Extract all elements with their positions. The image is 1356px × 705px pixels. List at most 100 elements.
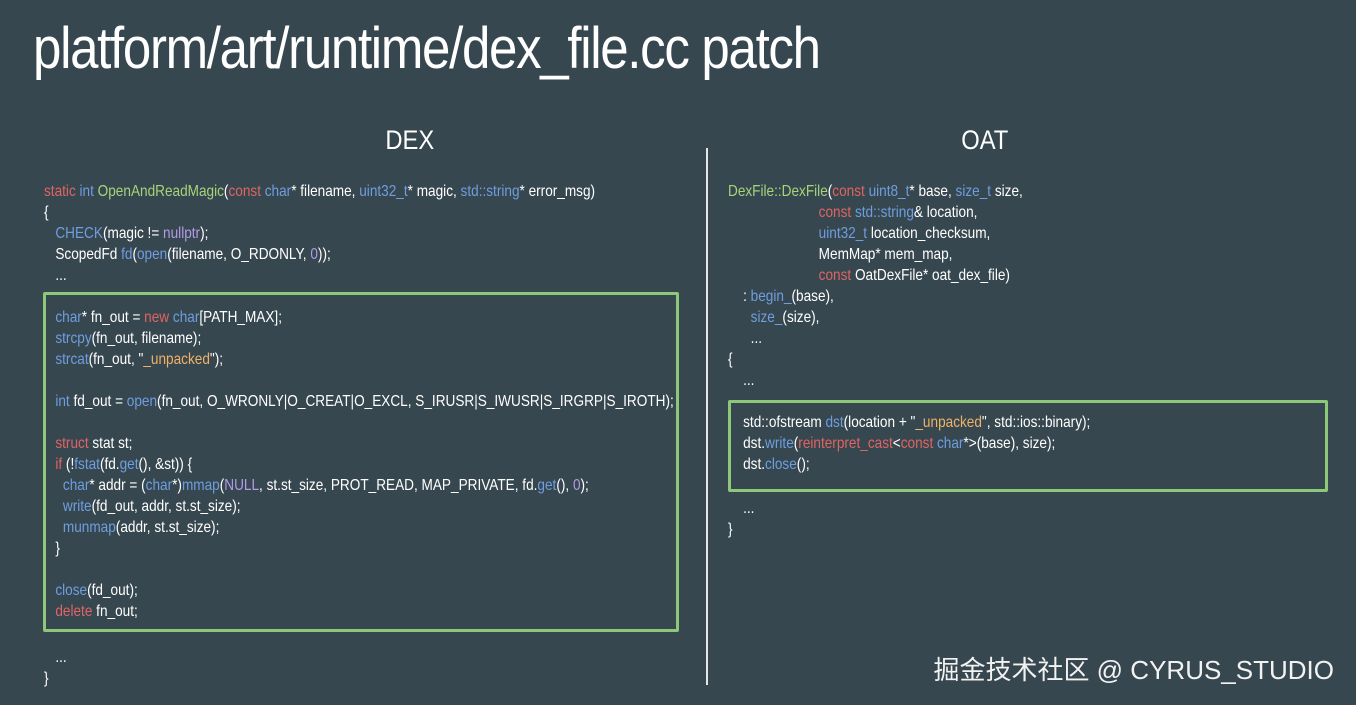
code-line: uint32_t location_checksum,: [728, 223, 1023, 244]
code-line: ...: [44, 647, 67, 668]
oat-code-patch: std::ofstream dst(location + "_unpacked"…: [728, 412, 1090, 475]
code-token: [44, 498, 63, 515]
code-token: (: [219, 477, 225, 494]
oat-patch-highlight-box: [728, 400, 1328, 492]
code-token: ...: [728, 500, 755, 517]
code-token: uint8_t: [868, 183, 910, 200]
watermark: 掘金技术社区 @ CYRUS_STUDIO: [933, 655, 1334, 685]
code-token: ...: [728, 330, 763, 347]
code-token: 0: [310, 246, 318, 263]
code-token: write: [765, 435, 794, 452]
code-token: (fn_out, ": [88, 351, 144, 368]
code-token: ");: [209, 351, 224, 368]
code-token: fd: [121, 246, 133, 263]
code-token: strcat: [55, 351, 89, 368]
code-line: char* addr = (char*)mmap(NULL, st.st_siz…: [44, 475, 674, 496]
code-token: :: [728, 288, 751, 305]
code-line: }: [728, 519, 754, 540]
code-token: ScopedFd: [44, 246, 122, 263]
code-line: strcpy(fn_out, filename);: [44, 328, 674, 349]
code-token: const: [900, 435, 938, 452]
code-line: delete fn_out;: [44, 601, 674, 622]
code-token: (size),: [782, 309, 820, 326]
code-token: const: [818, 204, 855, 221]
code-token: nullptr: [163, 225, 201, 242]
code-token: reinterpret_cast: [798, 435, 893, 452]
code-line: ...: [728, 498, 754, 519]
code-token: close: [55, 582, 88, 599]
code-token: [44, 393, 55, 410]
code-token: (magic !=: [102, 225, 164, 242]
code-token: delete: [55, 603, 97, 620]
code-token: location_checksum,: [870, 225, 991, 242]
code-line: MemMap* mem_map,: [728, 244, 1023, 265]
code-token: }: [44, 670, 49, 687]
code-token: (fn_out, O_WRONLY|O_CREAT|O_EXCL, S_IRUS…: [157, 393, 674, 410]
code-line: write(fd_out, addr, st.st_size);: [44, 496, 674, 517]
code-token: (filename, O_RDONLY,: [167, 246, 311, 263]
code-token: MemMap* mem_map,: [728, 246, 953, 263]
code-token: * addr = (: [89, 477, 146, 494]
code-token: struct: [55, 435, 93, 452]
code-token: char: [62, 477, 90, 494]
code-token: DexFile::DexFile: [728, 183, 828, 200]
oat-heading: OAT: [961, 125, 1009, 155]
code-token: static: [44, 183, 80, 200]
code-line: if (!fstat(fd.get(), &st)) {: [44, 454, 674, 475]
code-token: ...: [44, 649, 67, 666]
code-token: <: [892, 435, 901, 452]
code-token: char: [937, 435, 964, 452]
code-token: std::string: [854, 204, 914, 221]
code-token: [44, 519, 63, 536]
code-line: dst.write(reinterpret_cast<const char*>(…: [728, 433, 1090, 454]
code-token: ", std::ios::binary);: [981, 414, 1091, 431]
code-token: );: [580, 477, 589, 494]
code-token: * base,: [909, 183, 956, 200]
code-token: NULL: [224, 477, 260, 494]
code-token: mmap: [181, 477, 220, 494]
dex-code-head: static int OpenAndReadMagic(const char* …: [44, 181, 595, 286]
code-token: [44, 435, 55, 452]
code-line: strcat(fn_out, "_unpacked");: [44, 349, 674, 370]
code-token: *>(base), size);: [963, 435, 1056, 452]
code-token: dst.: [728, 435, 766, 452]
code-token: 0: [572, 477, 581, 494]
code-token: (location + ": [843, 414, 916, 431]
code-line: const std::string& location,: [728, 202, 1023, 223]
code-token: std::string: [460, 183, 520, 200]
code-line: close(fd_out);: [44, 580, 674, 601]
code-token: char: [145, 477, 173, 494]
code-token: if: [55, 456, 66, 473]
code-token: * fn_out =: [81, 309, 145, 326]
code-line: ScopedFd fd(open(filename, O_RDONLY, 0))…: [44, 244, 595, 265]
code-line: static int OpenAndReadMagic(const char* …: [44, 181, 595, 202]
code-token: [728, 309, 751, 326]
code-token: (fn_out, filename);: [91, 330, 202, 347]
code-line: int fd_out = open(fn_out, O_WRONLY|O_CRE…: [44, 391, 674, 412]
code-line: char* fn_out = new char[PATH_MAX];: [44, 307, 674, 328]
code-token: const: [228, 183, 265, 200]
code-line: }: [44, 538, 674, 559]
code-line: CHECK(magic != nullptr);: [44, 223, 595, 244]
code-line: ...: [728, 328, 1023, 349]
dex-code-patch: char* fn_out = new char[PATH_MAX]; strcp…: [44, 307, 674, 622]
code-token: [44, 456, 55, 473]
oat-code-tail: ...}: [728, 498, 754, 540]
code-token: * error_msg): [519, 183, 596, 200]
code-line: }: [44, 668, 67, 689]
code-token: OatDexFile* oat_dex_file): [854, 267, 1010, 284]
code-token: ...: [44, 267, 67, 284]
code-token: munmap: [62, 519, 116, 536]
code-token: [728, 204, 819, 221]
oat-code-head: DexFile::DexFile(const uint8_t* base, si…: [728, 181, 1023, 391]
code-line: struct stat st;: [44, 433, 674, 454]
code-line: ...: [728, 370, 1023, 391]
code-line: dst.close();: [728, 454, 1090, 475]
code-line: [44, 559, 674, 580]
code-token: size_t: [955, 183, 995, 200]
code-token: std::ofstream: [728, 414, 826, 431]
code-token: char: [264, 183, 292, 200]
code-line: {: [44, 202, 595, 223]
code-token: open: [126, 393, 158, 410]
code-token: fd_out =: [73, 393, 127, 410]
